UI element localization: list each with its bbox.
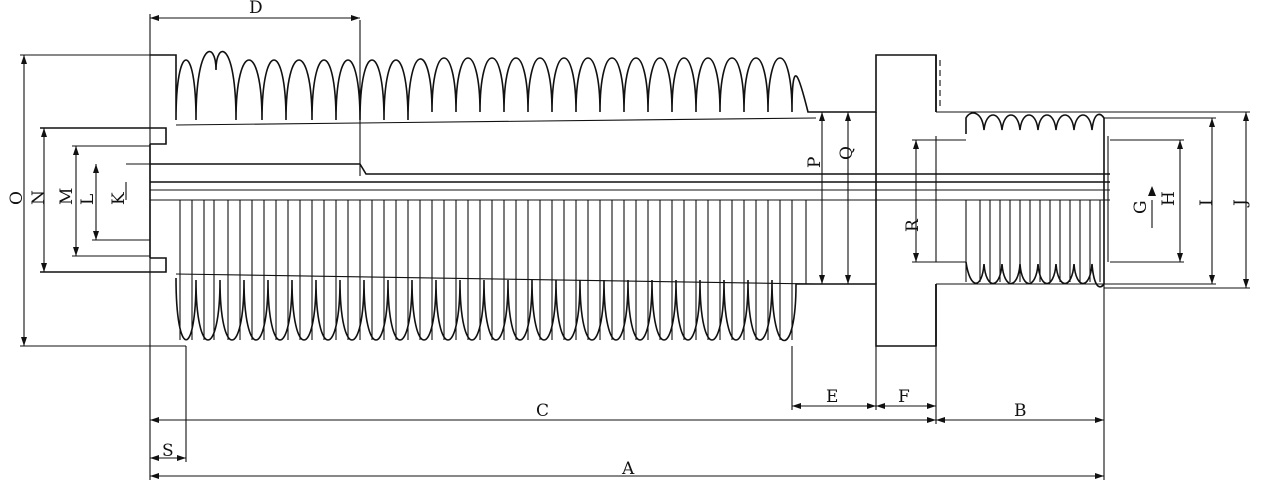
label-I: I bbox=[1197, 199, 1217, 206]
shed-hatching bbox=[179, 200, 807, 340]
lower-porcelain bbox=[965, 112, 1109, 288]
lower-body-contour bbox=[175, 273, 817, 285]
label-E: E bbox=[826, 387, 838, 407]
label-R: R bbox=[903, 218, 923, 232]
label-O: O bbox=[7, 191, 27, 205]
label-J: J bbox=[1231, 199, 1251, 208]
upper-shed-profile bbox=[150, 50, 937, 121]
label-N: N bbox=[29, 190, 49, 205]
dimension-lines bbox=[20, 14, 1250, 480]
label-F: F bbox=[898, 387, 910, 407]
label-S: S bbox=[162, 441, 174, 461]
label-B: B bbox=[1014, 401, 1027, 421]
label-M: M bbox=[57, 188, 77, 205]
porcelain-body bbox=[150, 50, 937, 347]
flange bbox=[875, 55, 1104, 346]
label-Q: Q bbox=[837, 146, 857, 160]
label-C: C bbox=[536, 401, 549, 421]
label-P: P bbox=[805, 157, 825, 168]
label-L: L bbox=[78, 194, 98, 205]
lower-porcelain-lower-sheds bbox=[965, 261, 1105, 288]
label-G: G bbox=[1131, 200, 1151, 214]
label-A: A bbox=[621, 459, 635, 479]
label-K: K bbox=[109, 192, 129, 205]
label-D: D bbox=[249, 0, 263, 18]
lower-shed-profile bbox=[175, 277, 937, 347]
lower-porcelain-upper-sheds bbox=[965, 112, 1105, 134]
conductor bbox=[40, 20, 1110, 273]
upper-body-contour bbox=[175, 117, 817, 126]
label-H: H bbox=[1159, 191, 1179, 206]
dimension-letters: D A B C E F S O N M L K P Q R G H I J bbox=[7, 0, 1251, 479]
